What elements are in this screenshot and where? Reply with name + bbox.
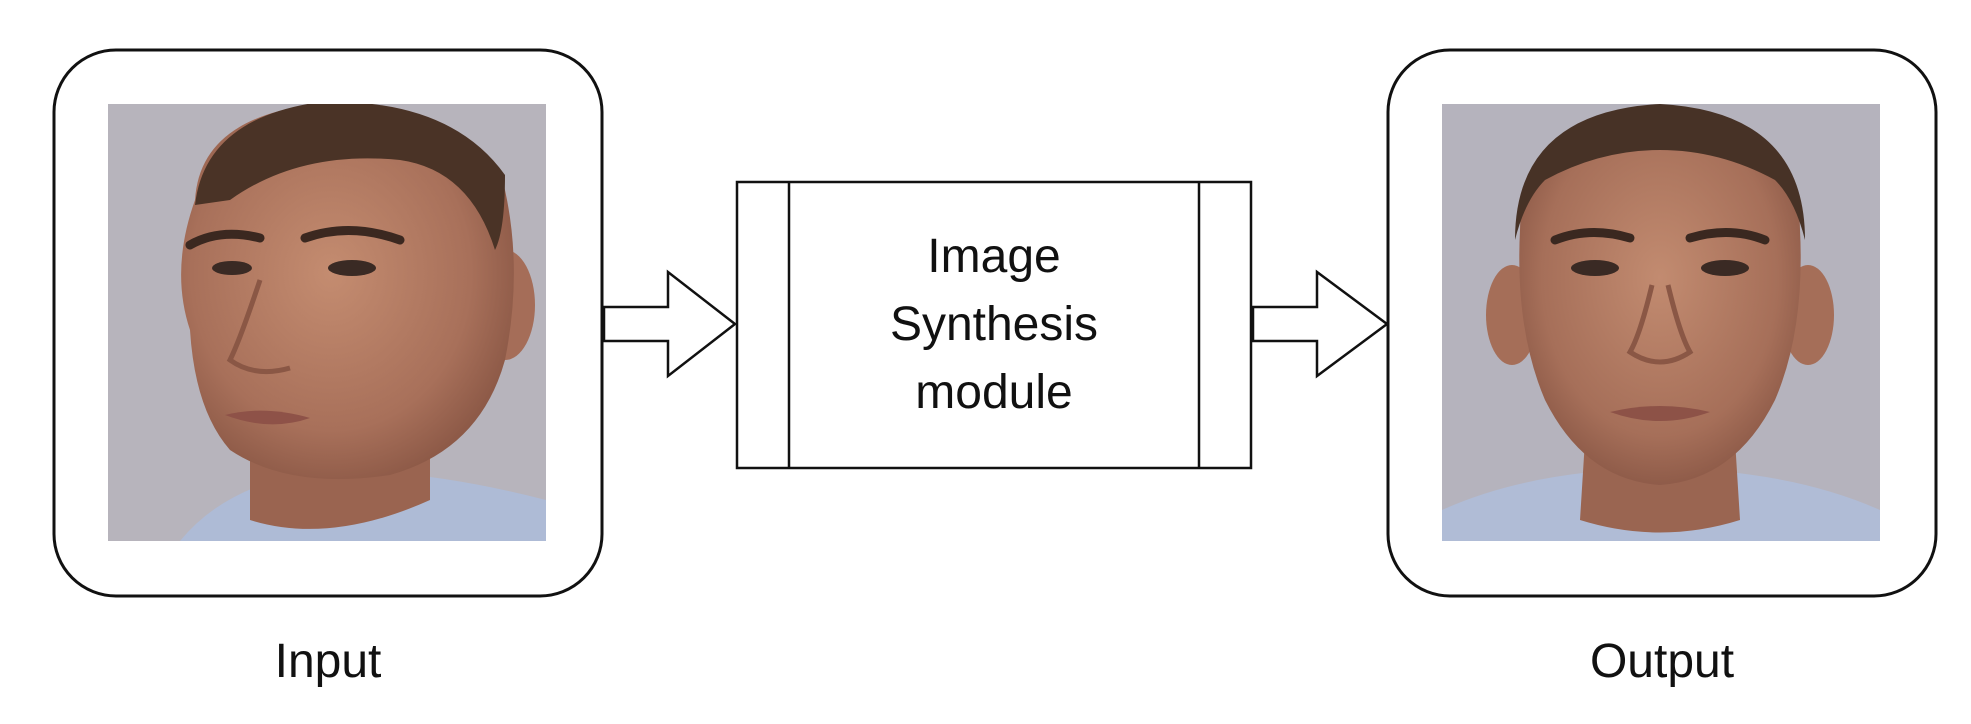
module-label-line2: Synthesis xyxy=(890,298,1098,351)
arrow-input-to-module xyxy=(602,269,738,379)
module-label-line1: Image xyxy=(927,230,1060,283)
input-block: Input xyxy=(52,48,604,688)
module-box xyxy=(735,180,1253,470)
module-label-line3: module xyxy=(915,366,1072,419)
synthesis-module: Image Synthesis module xyxy=(735,180,1253,470)
input-label: Input xyxy=(275,635,382,688)
input-face-photo xyxy=(108,104,546,541)
output-block: Output xyxy=(1386,48,1938,688)
output-label: Output xyxy=(1590,635,1734,688)
arrow-module-to-output xyxy=(1251,269,1390,379)
output-face-photo xyxy=(1442,104,1880,541)
